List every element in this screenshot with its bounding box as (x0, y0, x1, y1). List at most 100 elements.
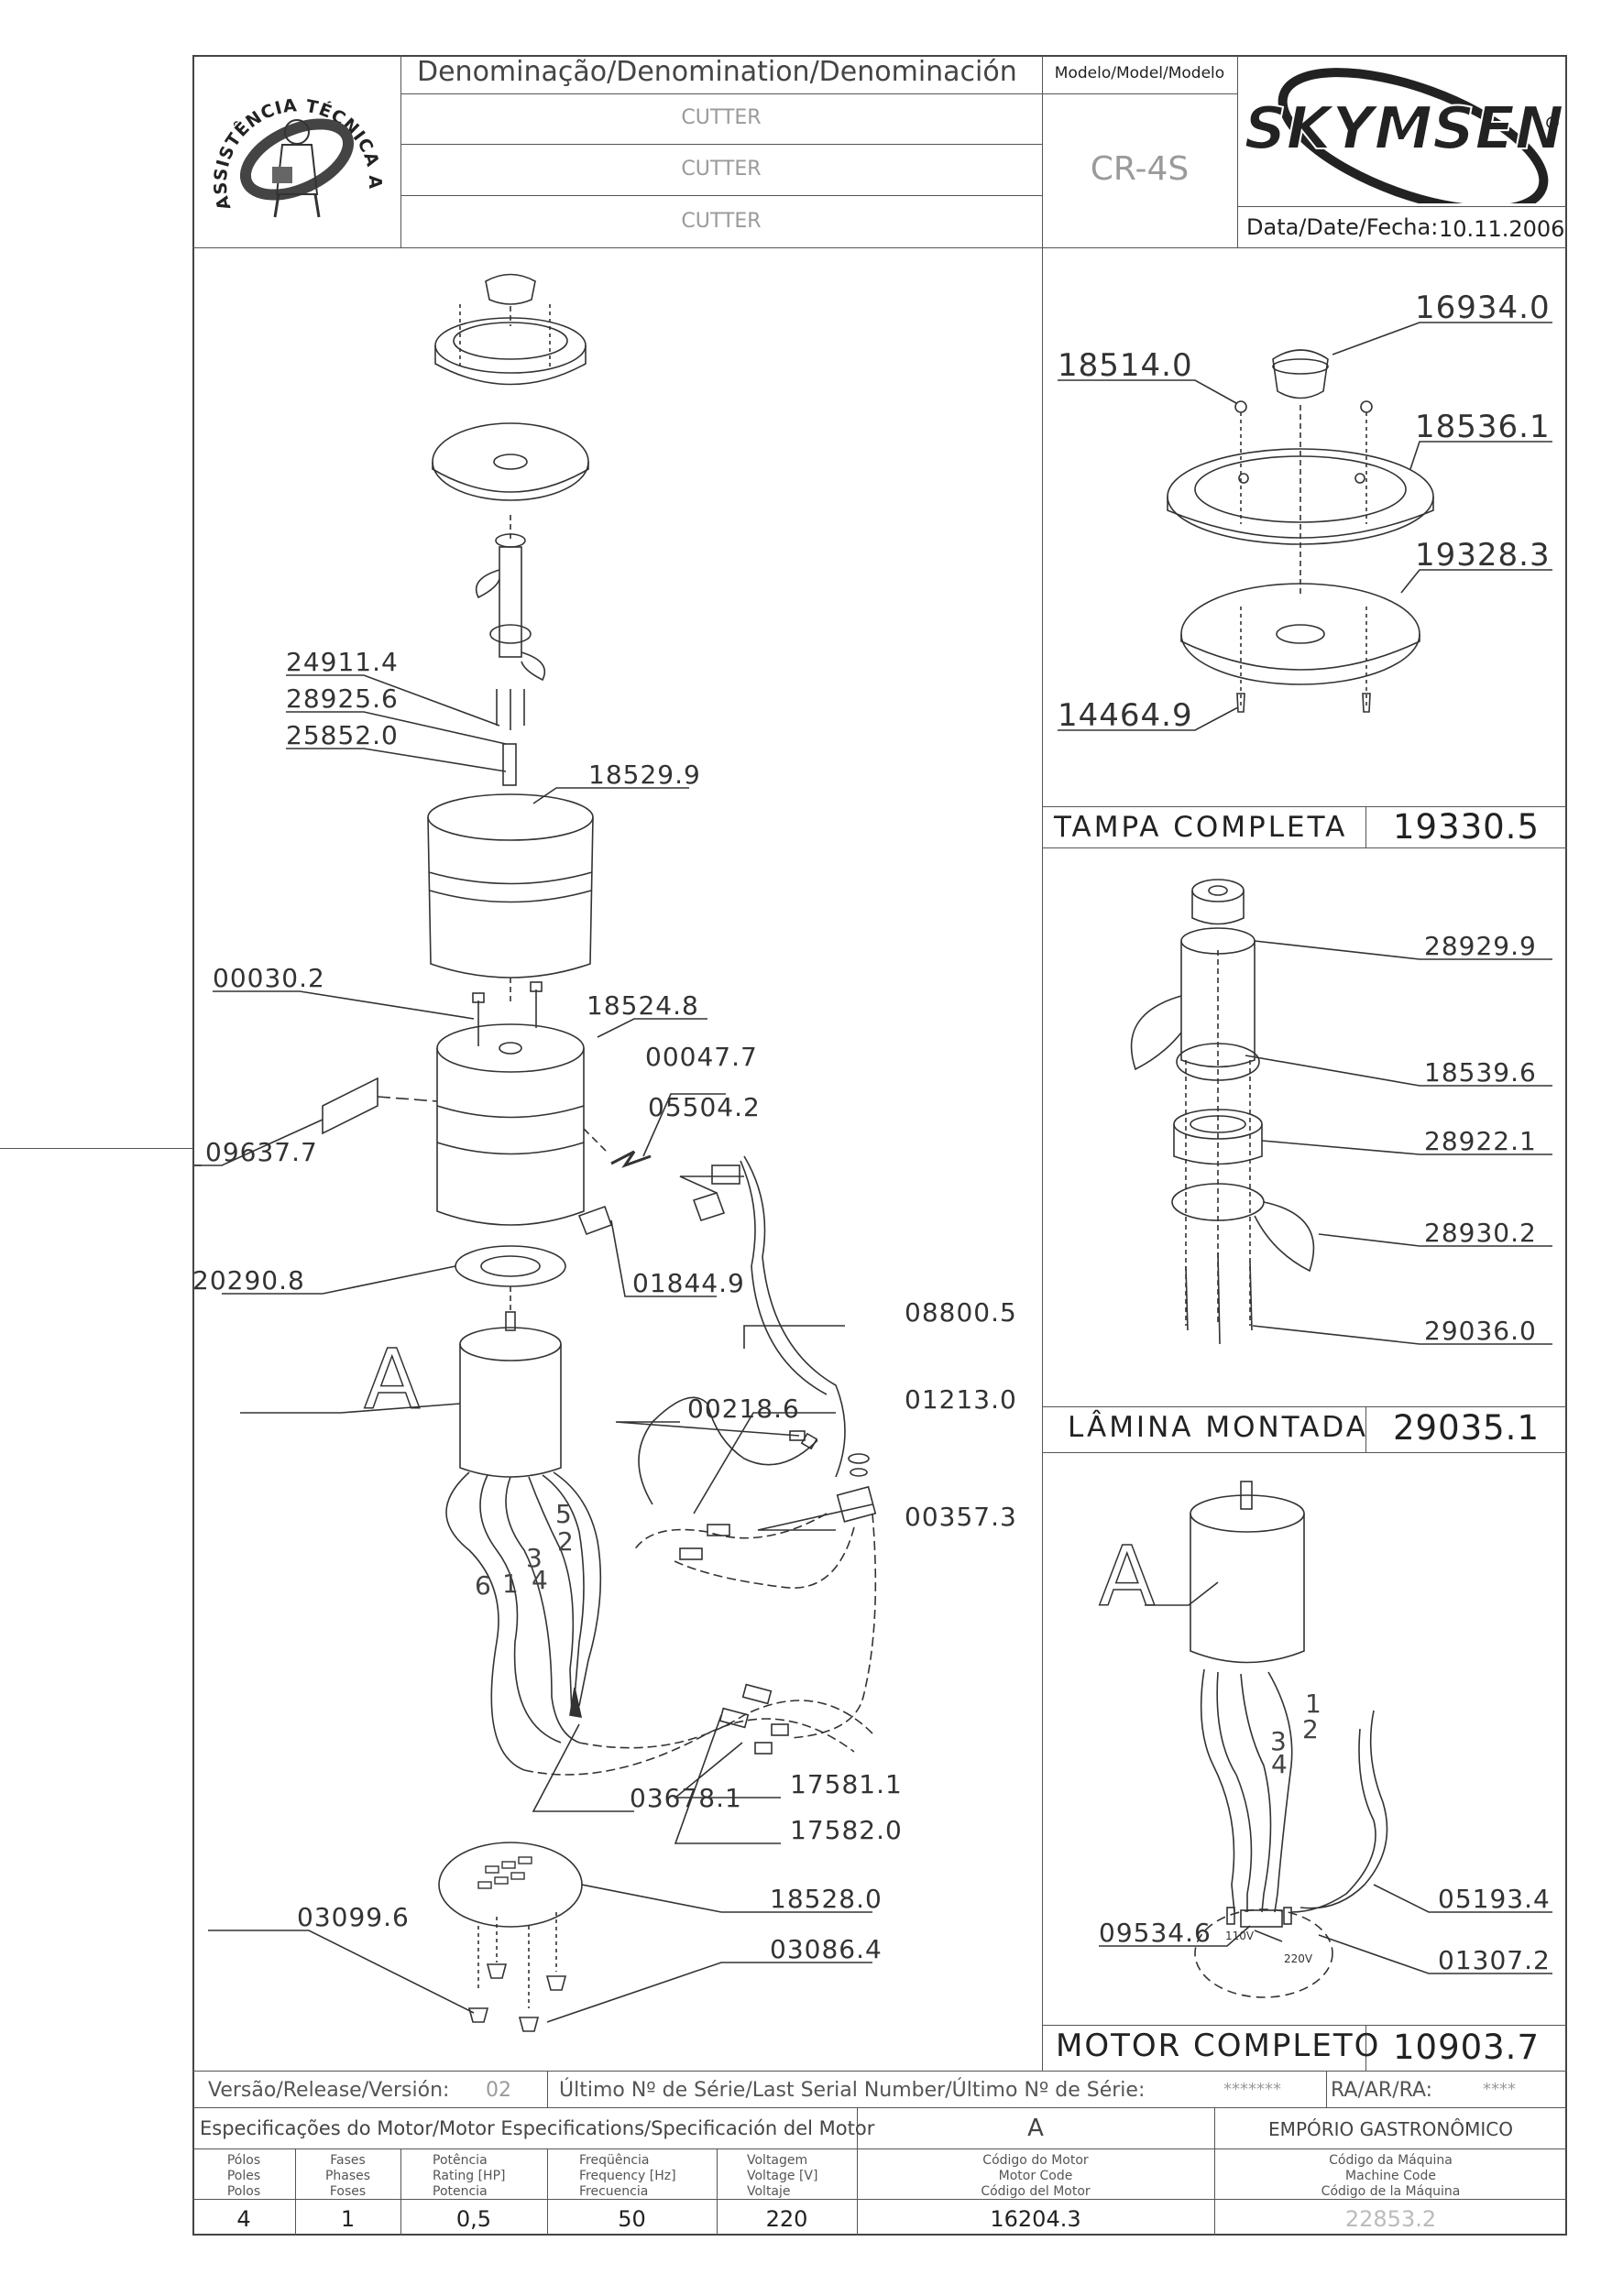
divider (1042, 1406, 1567, 1407)
divider (1365, 2025, 1366, 2071)
release-label: Versão/Release/Versión: (208, 2079, 450, 2102)
lamina-code: 29035.1 (1392, 1408, 1540, 1448)
part-28929-9: 28929.9 (1424, 931, 1537, 961)
part-28930-2: 28930.2 (1424, 1218, 1537, 1248)
divider (192, 2107, 1567, 2108)
voltage-220: 220V (1284, 1952, 1313, 1965)
motor-code: 10903.7 (1392, 2028, 1540, 2067)
tampa-code: 19330.5 (1392, 807, 1540, 847)
part-24911-4: 24911.4 (286, 647, 399, 677)
part-18539-6: 18539.6 (1424, 1057, 1537, 1088)
part-09637-7: 09637.7 (205, 1137, 318, 1167)
part-08800-5: 08800.5 (905, 1297, 1017, 1328)
spec-value-machine-code: 22853.2 (1344, 2206, 1437, 2232)
divider (1042, 847, 1567, 848)
lamina-labels: 28929.9 18539.6 28922.1 28930.2 29036.0 (1424, 931, 1537, 1346)
wire-number: 4 (532, 1565, 548, 1595)
divider (1237, 55, 1238, 247)
wire-number: 1 (1305, 1689, 1321, 1719)
divider (1214, 2107, 1215, 2236)
spec-value-voltage: 220 (765, 2206, 808, 2232)
divider (192, 2071, 1567, 2072)
ra-value: **** (1483, 2080, 1516, 2099)
divider (400, 2148, 401, 2236)
part-03099-6: 03099.6 (297, 1902, 410, 1932)
part-01307-2: 01307.2 (1438, 1945, 1551, 1975)
divider (192, 2148, 1567, 2149)
divider (857, 2107, 858, 2236)
divider (400, 93, 1042, 94)
model-label: Modelo/Model/Modelo (1054, 64, 1225, 82)
part-25852-0: 25852.0 (286, 720, 399, 750)
motor-ref-letter: A (1099, 1529, 1156, 1625)
part-17581-1: 17581.1 (790, 1769, 903, 1799)
motor-view (1099, 1481, 1552, 1998)
specs-motor-letter: A (1027, 2115, 1044, 2142)
part-09534-6: 09534.6 (1099, 1918, 1212, 1948)
divider (192, 2199, 1567, 2200)
spec-value-poles: 4 (236, 2206, 251, 2232)
divider (295, 2148, 296, 2236)
divider (547, 2148, 548, 2236)
part-05193-4: 05193.4 (1438, 1884, 1551, 1914)
ra-label: RA/AR/RA: (1331, 2079, 1433, 2102)
divider (400, 195, 1042, 196)
part-17582-0: 17582.0 (790, 1815, 903, 1845)
part-00357-3: 00357.3 (905, 1502, 1017, 1532)
service-badge-logo: ASSISTÊNCIA TÉCNICA AUTORIZADA (194, 57, 384, 218)
drawing-frame (192, 55, 1567, 2236)
motor-title: MOTOR COMPLETO (1056, 2028, 1381, 2064)
serial-value: ******* (1223, 2080, 1281, 2099)
part-18528-0: 18528.0 (770, 1884, 883, 1914)
divider (1042, 93, 1237, 94)
name-es: CUTTER (681, 210, 762, 233)
divider (192, 247, 1567, 248)
part-00047-7: 00047.7 (645, 1042, 758, 1072)
model-value: CR-4S (1090, 150, 1190, 188)
motor-ref-letter: A (364, 1332, 421, 1428)
date-label: Data/Date/Fecha: (1246, 214, 1439, 240)
wire-number: 2 (1302, 1714, 1319, 1744)
spec-value-phases: 1 (340, 2206, 356, 2232)
divider (400, 55, 401, 247)
divider (1042, 806, 1567, 807)
denomination-label: Denominação/Denomination/Denominación (417, 56, 1017, 88)
spec-value-frequency: 50 (618, 2206, 646, 2232)
spec-value-rating: 0,5 (455, 2206, 492, 2232)
divider (1326, 2071, 1327, 2107)
divider (1042, 55, 1043, 247)
date-value: 10.11.2006 (1439, 216, 1565, 242)
spec-value-motor-code: 16204.3 (990, 2206, 1081, 2232)
divider (1042, 1452, 1567, 1453)
lamina-title: LÂMINA MONTADA (1068, 1411, 1368, 1444)
part-18524-8: 18524.8 (587, 990, 699, 1021)
part-00030-2: 00030.2 (213, 963, 325, 993)
wire-number: 3 (1270, 1726, 1287, 1756)
serial-label: Último Nº de Série/Last Serial Number/Úl… (559, 2079, 1146, 2102)
part-28922-1: 28922.1 (1424, 1126, 1537, 1156)
wire-number: 6 (475, 1570, 491, 1601)
tampa-labels: 16934.0 18514.0 18536.1 19328.3 14464.9 (1058, 290, 1550, 734)
part-14464-9: 14464.9 (1058, 697, 1193, 734)
skymsen-logo: SKYMSEN (1243, 68, 1565, 203)
wire-number: 5 (555, 1499, 572, 1529)
divider (400, 144, 1042, 145)
wire-number: 3 (526, 1543, 543, 1573)
name-pt: CUTTER (681, 106, 762, 129)
client-name: EMPÓRIO GASTRONÔMICO (1268, 2118, 1513, 2140)
tampa-view (1058, 322, 1552, 731)
wire-number: 2 (557, 1526, 574, 1557)
part-28925-6: 28925.6 (286, 683, 399, 714)
part-29036-0: 29036.0 (1424, 1316, 1537, 1346)
specs-title: Especificações do Motor/Motor Especifica… (200, 2117, 875, 2139)
voltage-110: 110V (1225, 1930, 1255, 1942)
part-18514-0: 18514.0 (1058, 347, 1193, 384)
divider (547, 2071, 548, 2107)
svg-text:SKYMSEN: SKYMSEN (1244, 95, 1563, 163)
part-01844-9: 01844.9 (632, 1268, 745, 1298)
release-value: 02 (486, 2079, 511, 2102)
